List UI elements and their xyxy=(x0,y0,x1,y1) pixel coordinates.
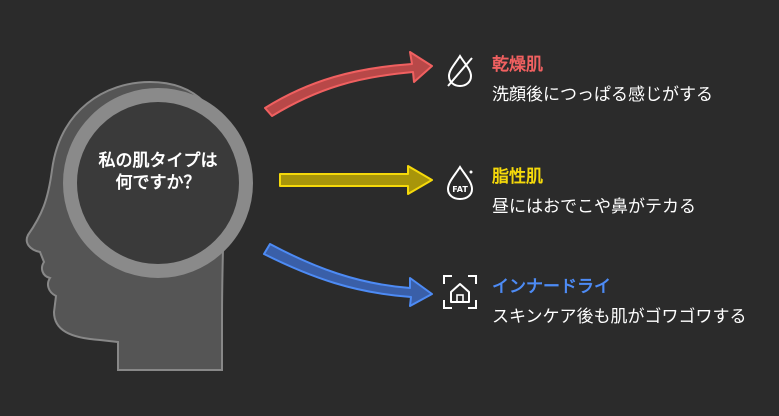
arrow-dry xyxy=(264,51,433,117)
item-dry-skin-title: 乾燥肌 xyxy=(492,55,543,75)
center-question-line2: 何ですか？ xyxy=(115,173,201,193)
item-dry-skin-desc: 洗顔後につっぱる感じがする xyxy=(492,85,713,105)
arrow-inner-dry xyxy=(263,243,433,307)
fat-drop-icon: FAT xyxy=(446,165,474,201)
center-question-line1: 私の肌タイプは xyxy=(98,151,218,171)
head-ring xyxy=(63,88,253,278)
item-inner-dry-title: インナードライ xyxy=(492,277,611,297)
home-scan-icon xyxy=(443,275,477,309)
item-oily-skin: FAT 脂性肌 昼にはおでこや鼻がテカる xyxy=(440,162,770,232)
item-oily-skin-desc: 昼にはおでこや鼻がテカる xyxy=(492,197,696,217)
arrow-oily xyxy=(279,165,433,195)
no-water-drop-icon xyxy=(447,54,473,88)
center-question: 私の肌タイプは 何ですか？ xyxy=(78,150,238,194)
item-inner-dry-desc: スキンケア後も肌がゴワゴワする xyxy=(492,307,747,327)
svg-text:FAT: FAT xyxy=(452,185,468,194)
item-inner-dry: インナードライ スキンケア後も肌がゴワゴワする xyxy=(440,272,770,362)
item-oily-skin-title: 脂性肌 xyxy=(492,167,543,187)
item-dry-skin: 乾燥肌 洗顔後につっぱる感じがする xyxy=(440,50,770,120)
